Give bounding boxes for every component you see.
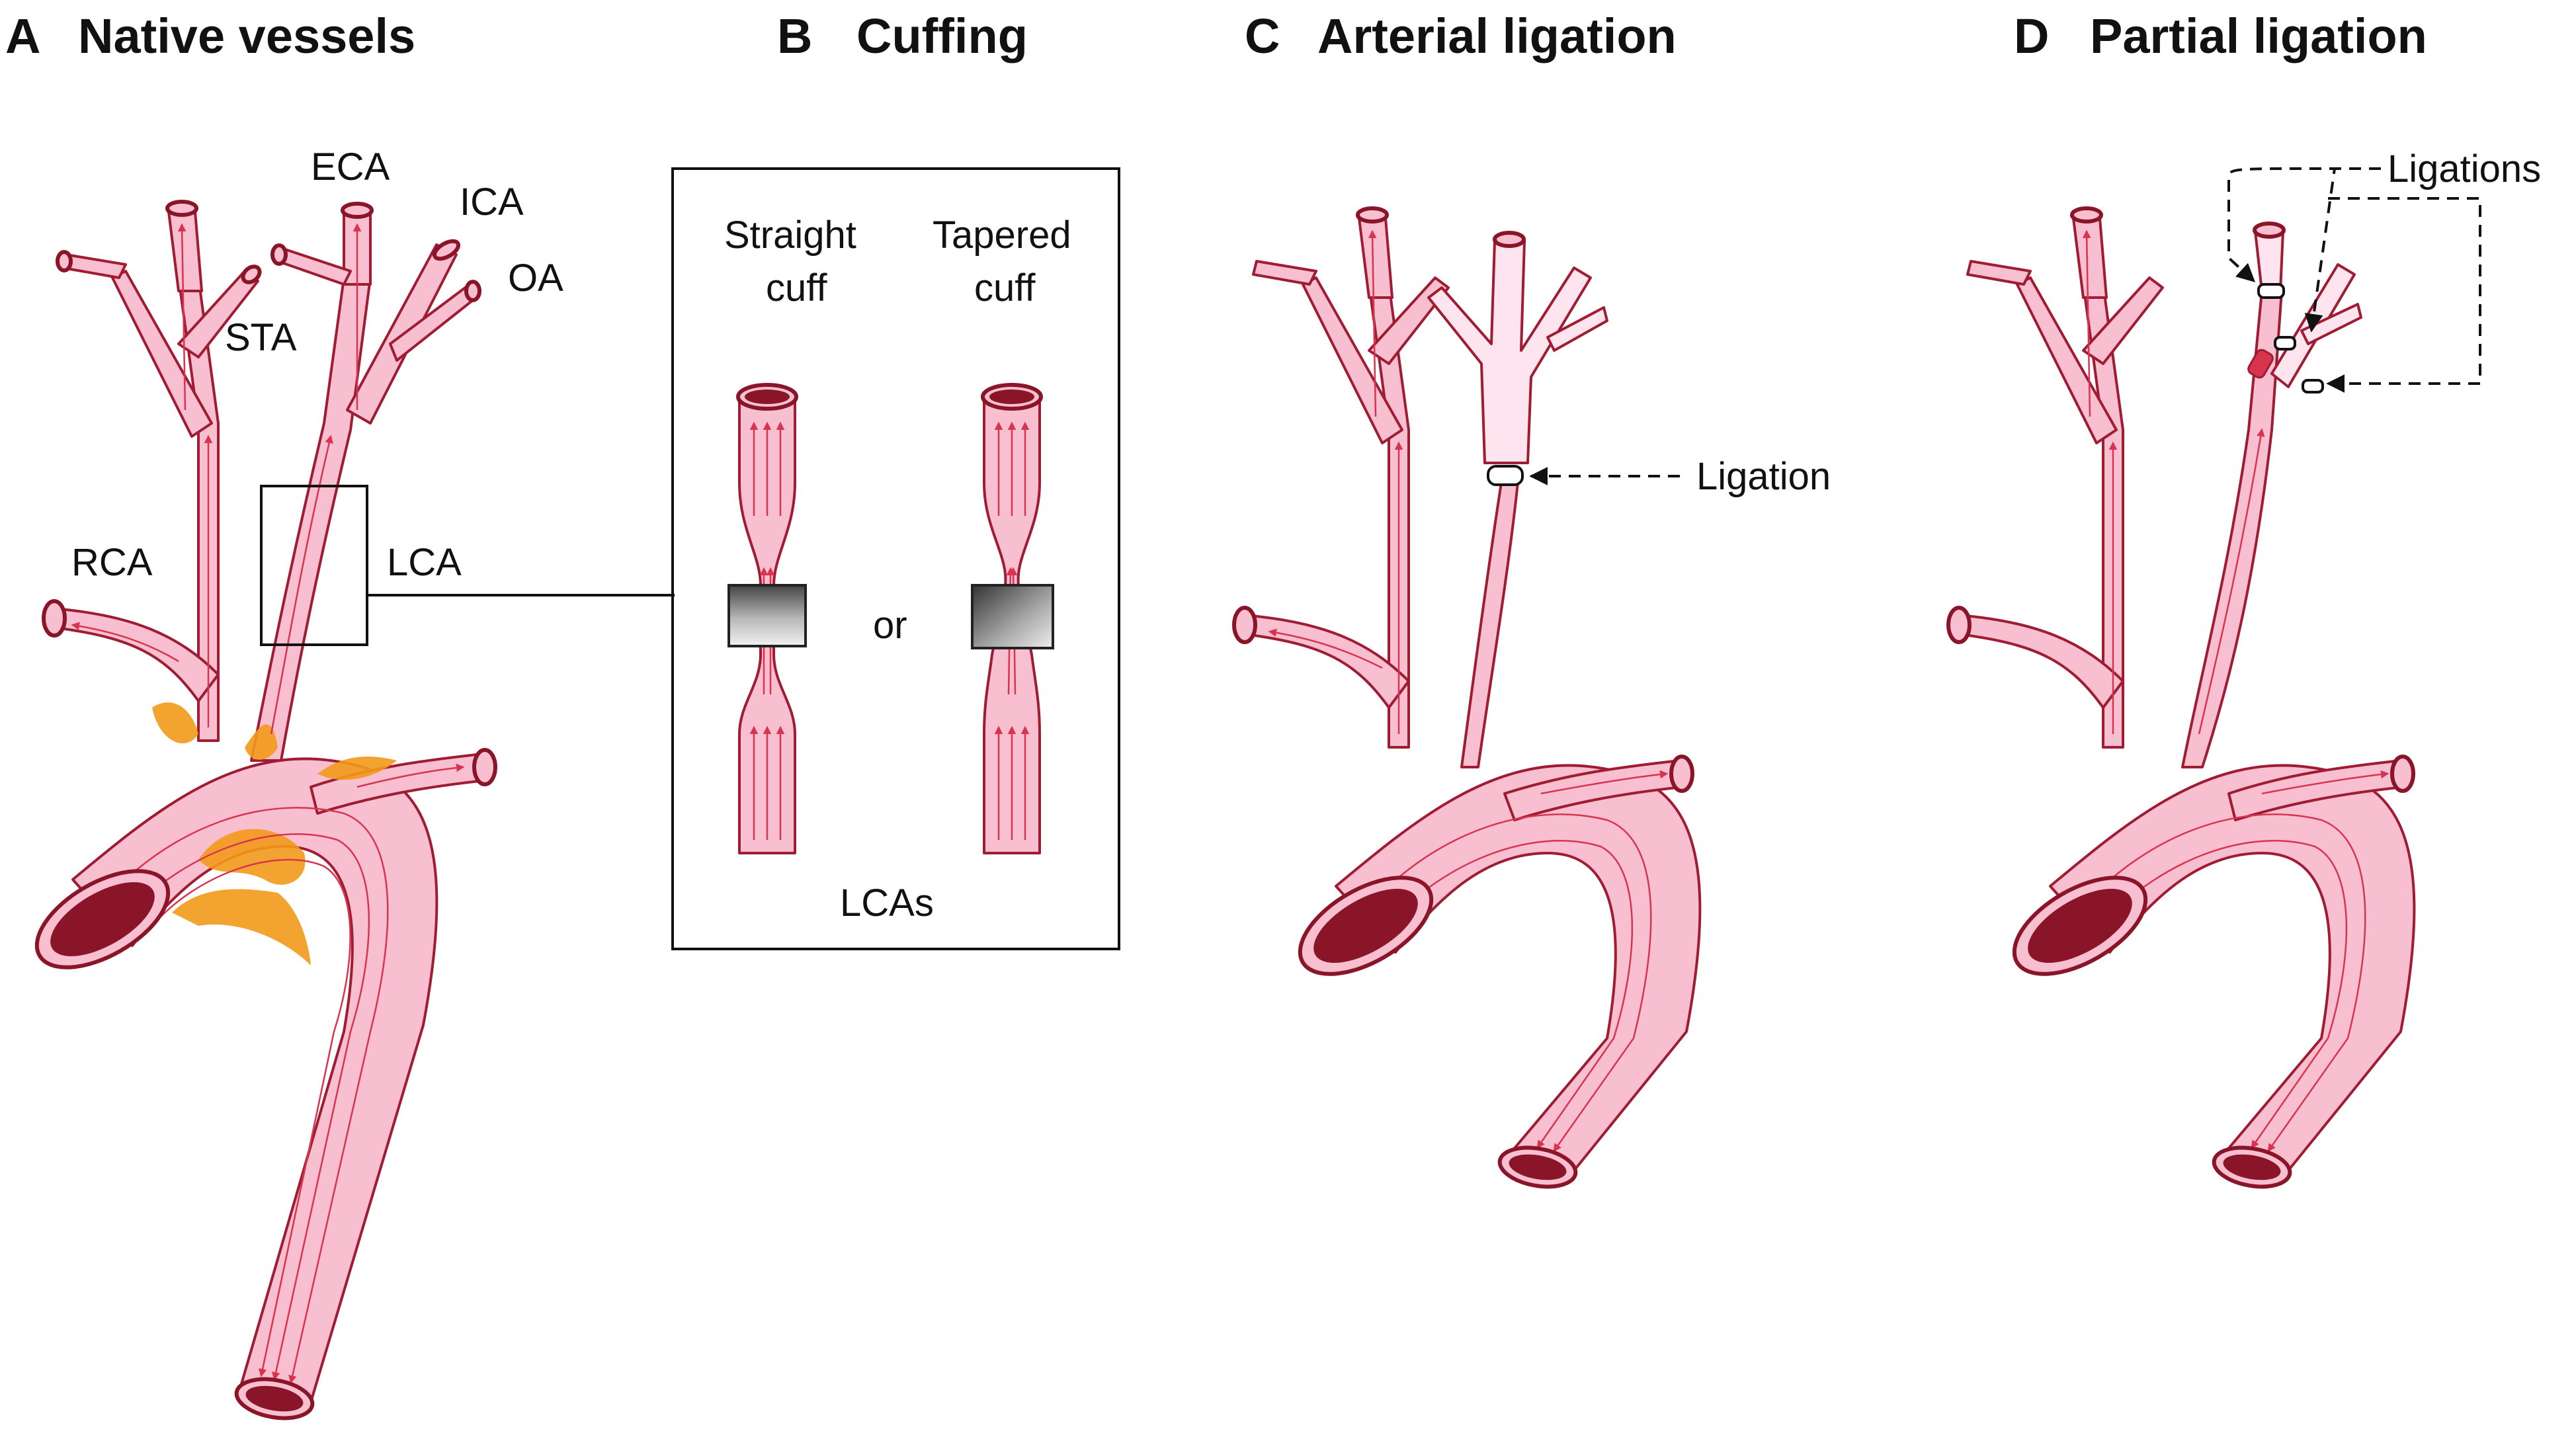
- panel-d-letter: D: [2014, 9, 2049, 63]
- panel-b-letter: B: [777, 9, 812, 63]
- panel-a-letter: A: [5, 9, 40, 63]
- tapered-label-line1: Tapered: [933, 214, 1071, 257]
- left-sta: [276, 247, 352, 286]
- plaque-right: [152, 702, 198, 744]
- ligation-knot-icon: [2274, 336, 2296, 350]
- ligations-label: Ligations: [2388, 147, 2541, 190]
- right-branch-sta: [177, 270, 259, 358]
- label-oa: OA: [508, 257, 563, 300]
- panel-d-vessels: [1946, 206, 2416, 1189]
- label-ica: ICA: [460, 181, 524, 224]
- right-branch-ica: [111, 270, 213, 438]
- flow-lines-a: [71, 223, 465, 1384]
- right-subclavian: [52, 607, 220, 702]
- lca-inset-box: [260, 485, 368, 646]
- straight-label-line2: cuff: [766, 267, 827, 309]
- panel-a-title: A Native vessels: [5, 9, 415, 63]
- ligated-distal-branches: [1427, 240, 1592, 464]
- label-eca: ECA: [311, 145, 390, 188]
- ligation-knot-icon: [2302, 379, 2324, 393]
- ligation-knot-icon: [1487, 465, 1524, 486]
- panel-c-vessels: [1232, 206, 1702, 1189]
- plaque-subclavian: [317, 757, 397, 780]
- plaque-arch-curve: [172, 889, 311, 966]
- straight-cuff: [727, 584, 807, 647]
- or-label: or: [873, 604, 907, 647]
- ligated-ica: [2254, 230, 2284, 292]
- right-branch-eca: [167, 210, 203, 292]
- tapered-cuff: [971, 584, 1054, 649]
- label-lca: LCA: [387, 541, 462, 584]
- tapered-label-line2: cuff: [974, 267, 1036, 309]
- panel-b-cuffing: Straight cuff Tapered cuff or: [671, 167, 1120, 950]
- panel-b-heading: Cuffing: [856, 9, 1028, 63]
- vessel-ends-a: [34, 200, 497, 1420]
- ligations-callout: Ligations: [2227, 147, 2541, 393]
- panel-c-title: C Arterial ligation: [1245, 9, 1677, 63]
- plaque-arch: [198, 829, 306, 885]
- panel-d-title: D Partial ligation: [2014, 9, 2427, 63]
- straight-label-line1: Straight: [724, 214, 856, 257]
- ligation-label: Ligation: [1696, 455, 1831, 498]
- panel-b-title: B Cuffing: [777, 9, 1028, 63]
- ligation-knot-icon: [2257, 283, 2285, 299]
- panel-a-vessels: ECA ICA OA STA RCA LCA: [34, 145, 675, 1420]
- tapered-cuff-vessel: [971, 383, 1054, 854]
- panel-a-heading: Native vessels: [78, 9, 415, 63]
- lcas-label: LCAs: [840, 882, 934, 925]
- straight-cuff-vessel: [727, 383, 807, 854]
- cuffing-frame: [671, 167, 1120, 950]
- label-rca: RCA: [71, 541, 153, 584]
- panel-d-heading: Partial ligation: [2090, 9, 2427, 63]
- label-sta: STA: [225, 316, 297, 359]
- panel-c-heading: Arterial ligation: [1317, 9, 1677, 63]
- plaque-left-branch: [245, 724, 278, 760]
- panel-c-letter: C: [1245, 9, 1280, 63]
